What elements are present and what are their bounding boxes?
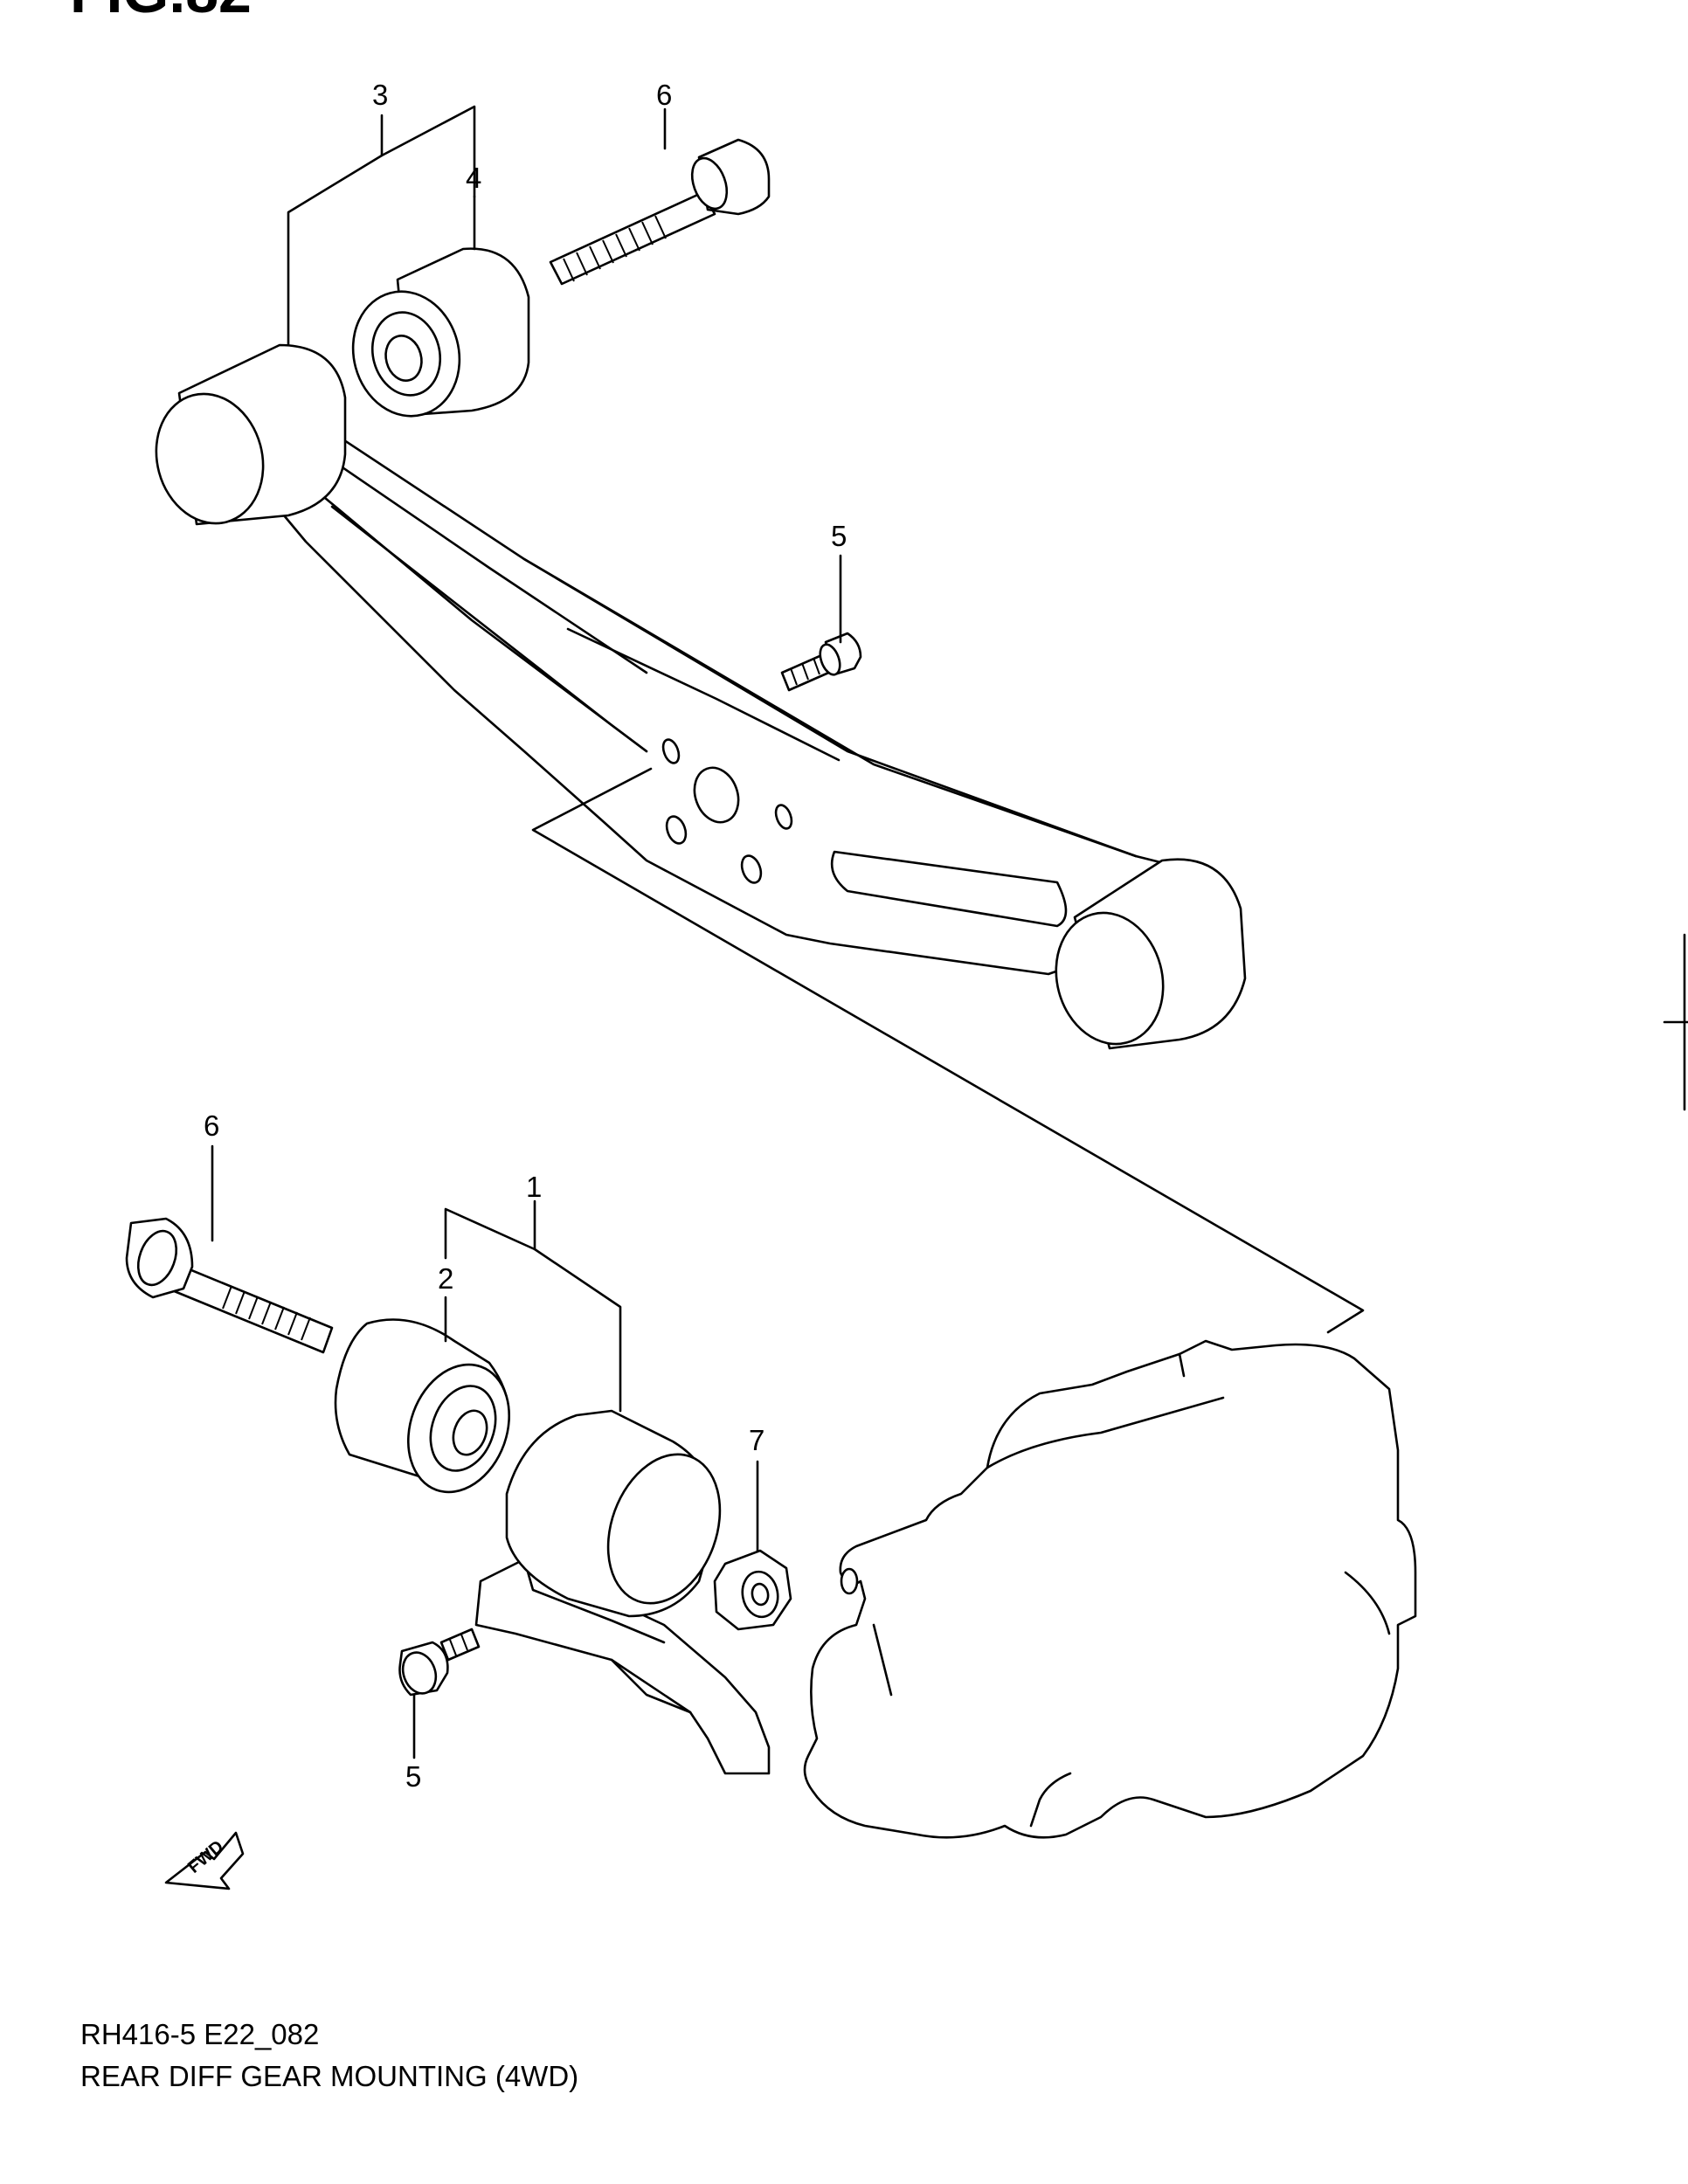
callout-7: 7 (749, 1424, 764, 1456)
bolt-5-top (780, 632, 862, 692)
fwd-arrow: FWD (164, 1831, 245, 1890)
rear-mounting-member (155, 343, 1247, 1050)
bolt-5-bottom (398, 1628, 481, 1697)
bolt-6-bottom (125, 1217, 334, 1354)
caption-code: RH416-5 E22_082 (80, 2018, 319, 2050)
rear-differential (803, 1339, 1417, 1839)
member-to-diff-leader (531, 767, 1365, 1334)
figure-heading: FIG.82 (70, 0, 252, 25)
callout-leaders (211, 105, 842, 1759)
caption-title: REAR DIFF GEAR MOUNTING (4WD) (80, 2060, 578, 2092)
bracket-1 (474, 1409, 771, 1775)
callout-5-bottom: 5 (405, 1760, 421, 1793)
callout-2: 2 (438, 1262, 453, 1295)
callout-1: 1 (526, 1171, 542, 1203)
callout-4: 4 (466, 162, 481, 194)
bushing-2 (334, 1318, 510, 1494)
nut-7 (713, 1549, 792, 1631)
callout-5-top: 5 (831, 520, 847, 552)
callout-6-bottom: 6 (204, 1109, 219, 1142)
bushing-4 (351, 247, 530, 418)
callout-3: 3 (372, 79, 388, 111)
callout-6-top: 6 (656, 79, 672, 111)
bolt-6-top (549, 138, 771, 286)
